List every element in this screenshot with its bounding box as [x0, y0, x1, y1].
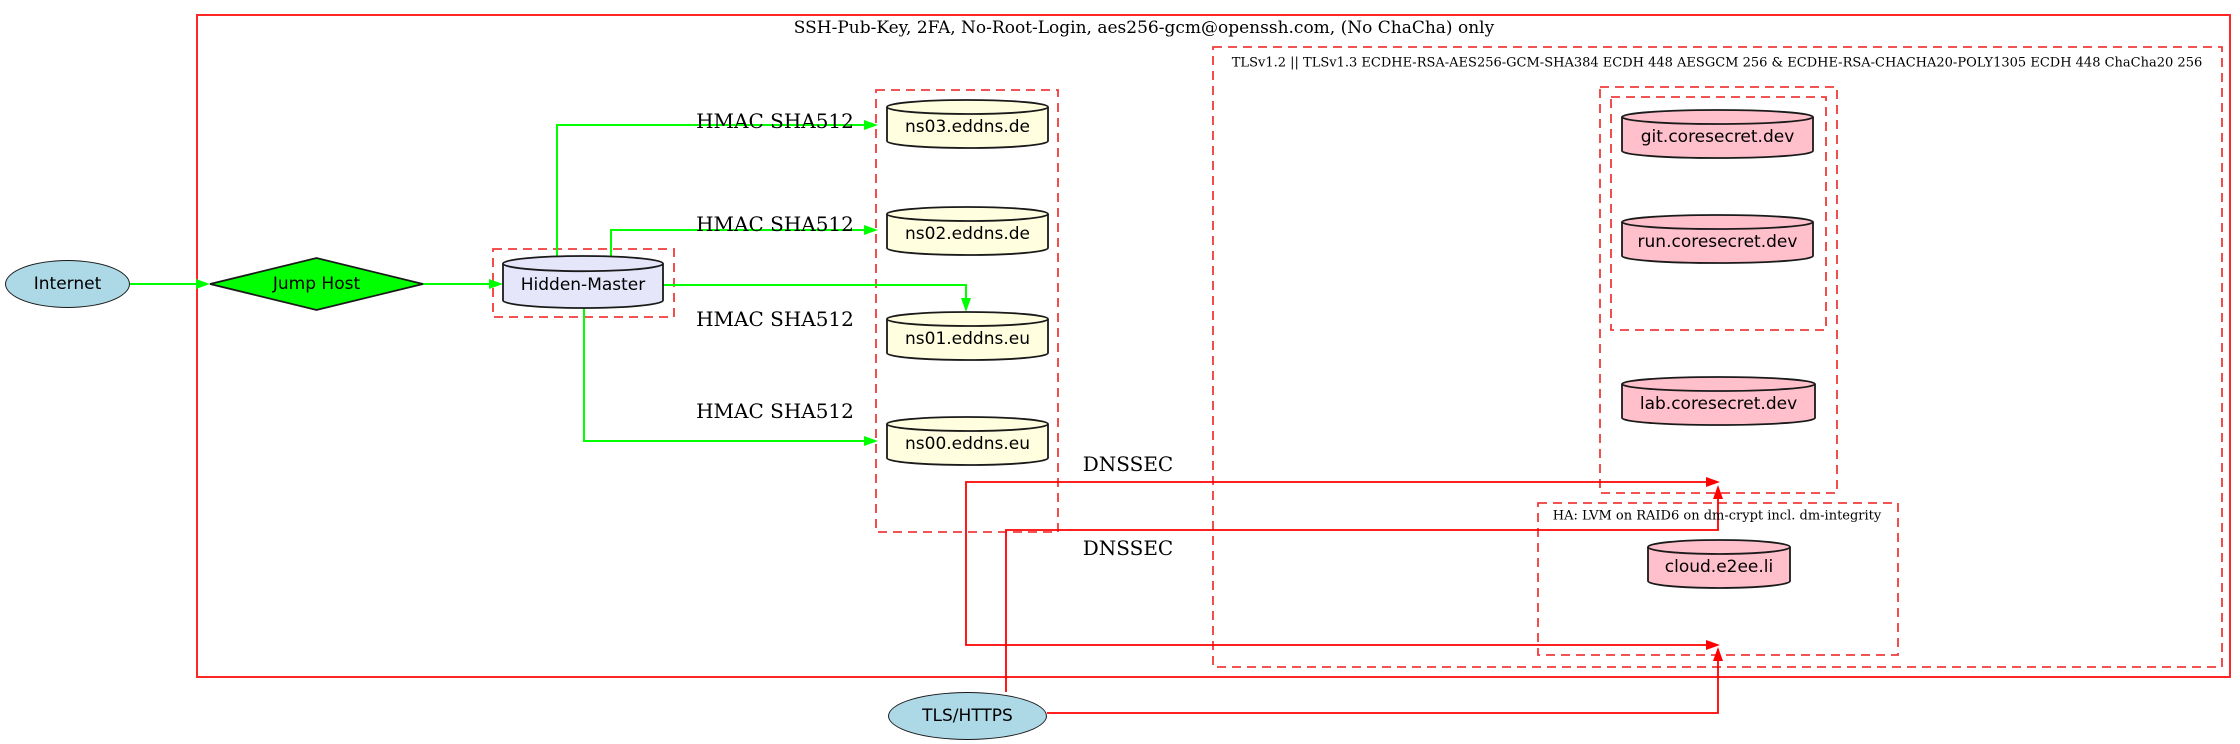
edge-jumphost-to-master [423, 279, 503, 289]
edge-master-to-ns01 [663, 284, 971, 312]
ha-cluster-label: HA: LVM on RAID6 on dm-crypt incl. dm-in… [1552, 508, 1882, 524]
edge-label-hmac-ns02: HMAC SHA512 [696, 212, 854, 236]
edge-label-hmac-ns01: HMAC SHA512 [696, 307, 854, 331]
diamond-shape [210, 258, 423, 310]
node-hidden-master-label: Hidden-Master [520, 275, 646, 295]
edge-master-to-ns02 [610, 225, 878, 258]
node-run: run.coresecret.dev [1620, 213, 1815, 265]
tls-cluster-label: TLSv1.2 || TLSv1.3 ECDHE-RSA-AES256-GCM-… [1231, 55, 2203, 71]
edge-label-hmac-ns00: HMAC SHA512 [696, 399, 854, 423]
outer-ssh-boundary-box [196, 14, 2231, 678]
node-ns00-label: ns00.eddns.eu [905, 434, 1030, 454]
node-tls-https: TLS/HTTPS [888, 692, 1047, 740]
node-run-label: run.coresecret.dev [1637, 232, 1798, 252]
node-ns00: ns00.eddns.eu [886, 416, 1049, 466]
node-internet-label: Internet [33, 274, 102, 294]
edge-dns-to-ha [965, 532, 1720, 650]
node-lab-label: lab.coresecret.dev [1639, 394, 1798, 414]
coresecret-outer-cluster-box [1599, 86, 1838, 494]
node-jump-host: Jump Host [210, 258, 423, 310]
node-lab: lab.coresecret.dev [1620, 375, 1817, 427]
node-tls-https-label: TLS/HTTPS [922, 706, 1013, 726]
edge-master-to-ns00 [583, 308, 878, 446]
node-ns01: ns01.eddns.eu [886, 311, 1049, 361]
node-ns03-label: ns03.eddns.de [905, 117, 1030, 137]
node-git-label: git.coresecret.dev [1640, 127, 1795, 147]
node-hidden-master: Hidden-Master [502, 255, 664, 309]
edge-tls-to-ha [1047, 647, 1723, 714]
outer-box-label: SSH-Pub-Key, 2FA, No-Root-Login, aes256-… [793, 18, 1495, 38]
edge-label-hmac-ns03: HMAC SHA512 [696, 109, 854, 133]
coresecret-inner-cluster-box [1610, 96, 1827, 331]
edge-internet-to-jumphost [130, 279, 210, 289]
edge-master-to-ns03 [556, 120, 878, 258]
edge-label-dnssec-1: DNSSEC [1082, 452, 1174, 476]
edge-tls-to-coresecret [1005, 485, 1723, 692]
node-cloud-label: cloud.e2ee.li [1664, 557, 1774, 577]
node-cloud: cloud.e2ee.li [1647, 539, 1791, 589]
node-internet: Internet [5, 260, 130, 308]
node-ns01-label: ns01.eddns.eu [905, 329, 1030, 349]
node-ns02: ns02.eddns.de [886, 206, 1049, 256]
node-jump-host-label: Jump Host [272, 274, 361, 294]
edge-dns-to-coresecret [965, 477, 1720, 532]
node-git: git.coresecret.dev [1620, 108, 1815, 160]
dns-cluster-box [875, 89, 1059, 533]
hidden-master-cluster-box [492, 248, 675, 318]
node-ns03: ns03.eddns.de [886, 99, 1049, 149]
edge-label-dnssec-2: DNSSEC [1082, 536, 1174, 560]
node-ns02-label: ns02.eddns.de [905, 224, 1030, 244]
